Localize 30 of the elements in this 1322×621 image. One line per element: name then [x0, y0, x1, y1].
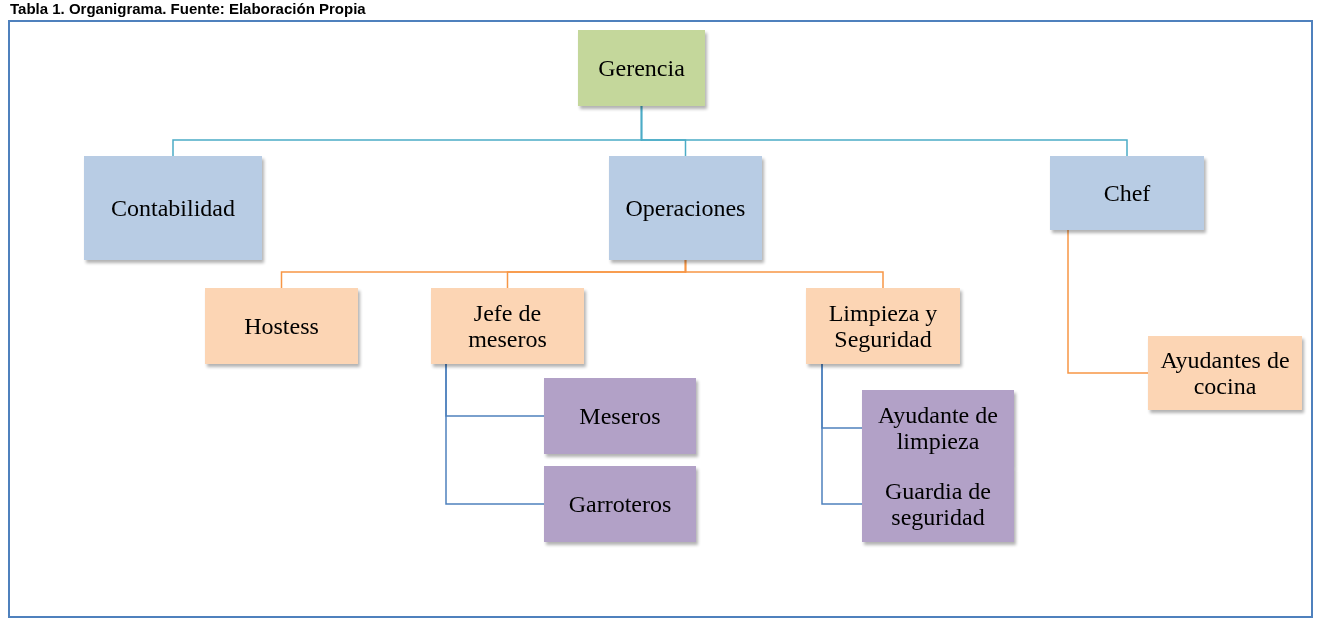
org-box	[1050, 156, 1204, 230]
org-box	[544, 466, 696, 542]
connector-line	[684, 259, 884, 289]
role-label: Hostess	[244, 312, 319, 340]
role-label: Chef	[1103, 179, 1151, 207]
org-box	[862, 390, 1014, 466]
org-box	[544, 378, 696, 454]
org-box	[806, 288, 960, 364]
role-label: Limpieza y Seguridad	[827, 299, 939, 353]
connector-line	[445, 363, 545, 505]
connector-line	[640, 105, 1128, 157]
role-label: Guardia de seguridad	[884, 477, 992, 531]
role-label: Contabilidad	[111, 194, 235, 222]
org-box	[578, 30, 705, 106]
role-label: Jefe de meseros	[467, 299, 548, 353]
figure-title: Tabla 1. Organigrama. Fuente: Elaboración Propia	[10, 0, 366, 17]
org-box	[205, 288, 358, 364]
org-box	[1148, 336, 1302, 410]
role-label: Garroteros	[568, 490, 672, 518]
role-label: Operaciones	[625, 194, 746, 222]
role-label: Ayudantes de cocina	[1159, 346, 1291, 400]
role-label: Meseros	[579, 402, 661, 430]
org-box	[609, 156, 762, 260]
role-label: Gerencia	[598, 54, 685, 82]
connector-line	[821, 363, 863, 505]
org-box	[431, 288, 584, 364]
org-box	[862, 466, 1014, 542]
role-label: Ayudante de limpieza	[877, 401, 999, 455]
org-box	[84, 156, 262, 260]
connector-line	[1067, 229, 1149, 374]
